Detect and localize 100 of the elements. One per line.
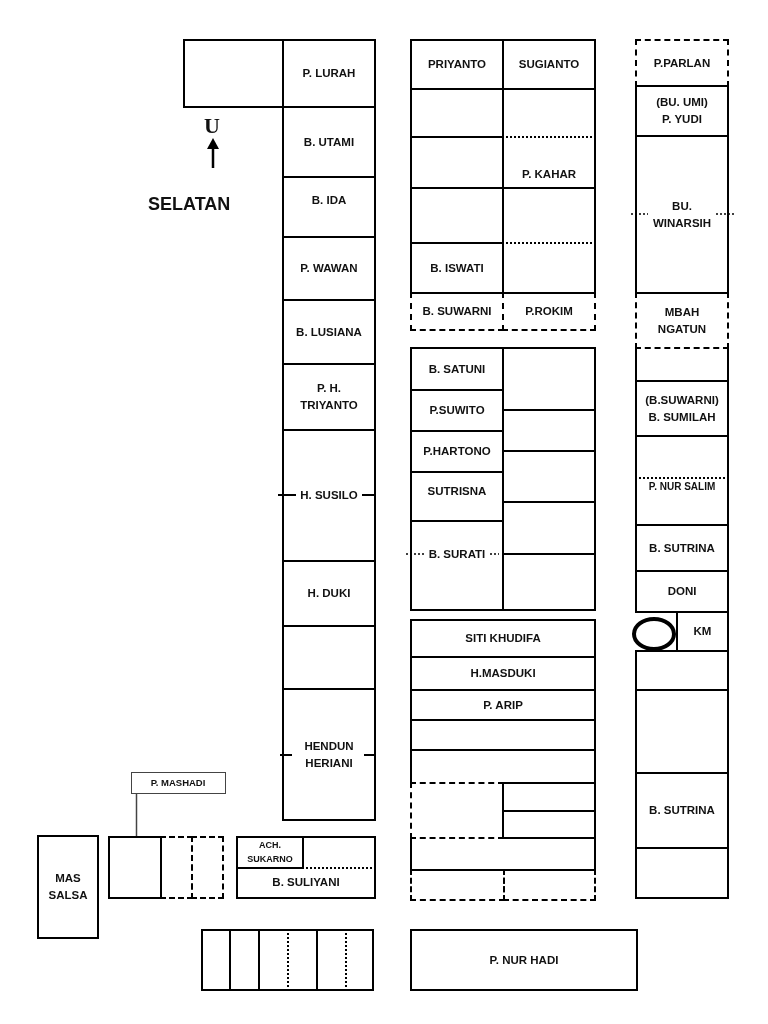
house-plot	[410, 837, 596, 871]
house-plot	[282, 39, 376, 108]
house-plot	[635, 435, 729, 479]
house-plot	[410, 719, 596, 751]
ring-icon	[632, 617, 676, 651]
house-plot	[282, 299, 376, 365]
plot-label: H. SUSILO	[300, 488, 358, 504]
plot-label: P. MASHADI	[150, 775, 206, 790]
house-plot	[282, 688, 376, 821]
compass-label: U	[204, 115, 220, 137]
house-plot	[635, 847, 729, 899]
plot-label: B. ISWATI	[430, 260, 484, 276]
plot-label: MBAH NGATUN	[656, 304, 708, 337]
plot-label: H. DUKI	[307, 586, 351, 602]
plot-label: KM	[693, 624, 712, 640]
house-plot	[410, 656, 596, 691]
plot-label: B. SUMILAH	[648, 409, 716, 425]
house-plot	[635, 524, 729, 572]
plot-label: P. KAHAR	[521, 167, 577, 183]
house-plot	[160, 836, 193, 899]
house-plot	[635, 135, 729, 294]
house-plot	[410, 929, 638, 991]
house-plot	[635, 347, 729, 382]
house-plot	[502, 292, 596, 331]
direction-label: SELATAN	[148, 195, 231, 213]
house-plot	[302, 836, 376, 869]
plot-label: (B.SUWARNI)	[645, 392, 719, 408]
plot-label: DONI	[667, 584, 697, 600]
house-plot	[282, 429, 376, 562]
plot-label: (BU. UMI)	[656, 95, 708, 111]
plot-label: BU. WINARSIH	[651, 198, 713, 231]
plot-label: P. H. TRIYANTO	[299, 381, 359, 413]
plot-label: B. SUWARNI	[422, 304, 492, 320]
plot-label: B. IDA	[311, 193, 347, 208]
house-plot	[410, 749, 596, 784]
plot-label: H.MASDUKI	[470, 666, 536, 682]
house-plot	[410, 520, 504, 611]
house-plot	[410, 619, 596, 658]
house-plot	[635, 650, 729, 691]
plot-label: HENDUN HERIANI	[303, 738, 355, 771]
plot-label: P. ARIP	[483, 697, 523, 713]
house-plot	[502, 347, 596, 411]
house-plot	[503, 869, 596, 901]
plot-label: P. LURAH	[302, 66, 356, 82]
house-plot	[191, 836, 224, 899]
plot-label: MAS SALSA	[47, 871, 89, 903]
house-plot	[282, 176, 376, 238]
house-plot	[410, 292, 504, 331]
house-plot	[502, 782, 596, 812]
house-plot	[635, 292, 729, 349]
house-plot	[635, 689, 729, 774]
plot-label: SUTRISNA	[427, 484, 487, 499]
plot-label: B. SURATI	[428, 547, 486, 562]
plot-label: B. SUTRINA	[649, 540, 715, 556]
plot-label: B. SULIYANI	[272, 874, 340, 890]
house-plot	[236, 836, 304, 869]
plot-label: B. UTAMI	[303, 134, 355, 150]
plot-label: P.PARLAN	[653, 55, 711, 71]
plot-label: PRIYANTO	[427, 57, 487, 73]
house-plot	[502, 810, 596, 839]
house-plot	[410, 782, 504, 839]
plot-label: P.ROKIM	[525, 304, 573, 320]
house-plot	[282, 236, 376, 301]
plot-label: ACH. SUKARNO	[246, 839, 294, 866]
house-plot	[410, 39, 504, 90]
plot-label: P.HARTONO	[423, 444, 491, 460]
house-plot	[287, 929, 318, 991]
house-plot	[635, 380, 729, 437]
house-plot	[108, 836, 162, 899]
plot-label: B. SATUNI	[428, 361, 486, 377]
plot-label: P. YUDI	[662, 112, 702, 127]
house-plot	[282, 106, 376, 178]
house-plot	[201, 929, 231, 991]
house-plot	[282, 363, 376, 431]
house-plot	[236, 867, 376, 899]
leader-line	[135, 792, 138, 837]
plot-label: P. NUR HADI	[489, 952, 559, 968]
plot-label: P. NUR SALIM	[648, 480, 716, 494]
house-plot	[183, 39, 284, 108]
plot-label: B. LUSIANA	[296, 324, 362, 340]
plot-label: SITI KHUDIFA	[465, 631, 541, 647]
plot-label: P. WAWAN	[300, 261, 358, 277]
house-plot	[316, 929, 347, 991]
house-plot	[229, 929, 260, 991]
house-plot	[410, 347, 504, 391]
house-plot	[410, 869, 505, 901]
house-plot	[635, 85, 729, 137]
house-plot	[130, 771, 226, 794]
house-plot	[282, 560, 376, 627]
house-plot	[410, 689, 596, 721]
house-plot	[502, 553, 596, 611]
house-plot	[282, 625, 376, 690]
house-plot	[258, 929, 289, 991]
house-plot	[345, 929, 374, 991]
house-plot	[635, 477, 729, 526]
house-plot	[37, 835, 99, 939]
house-plot	[635, 772, 729, 849]
house-plot	[676, 611, 729, 652]
plot-label: P.SUWITO	[429, 403, 485, 419]
house-plot	[635, 39, 729, 87]
